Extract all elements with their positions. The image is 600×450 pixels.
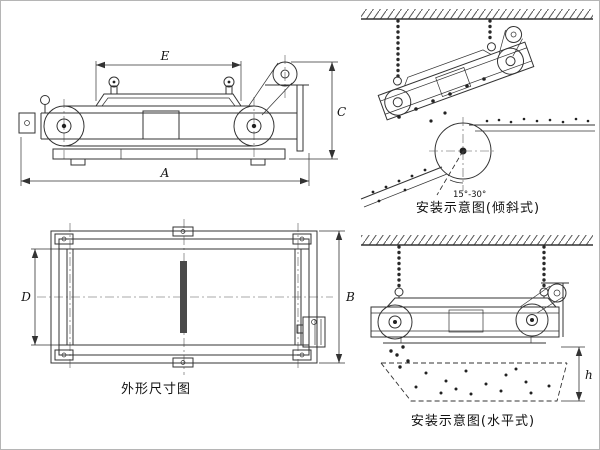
eyebolt-icon	[394, 287, 404, 297]
dimension-C: C	[289, 61, 346, 160]
eyebolt-icon	[223, 76, 235, 88]
top-view-frame	[50, 230, 318, 364]
dimension-D: D	[20, 248, 59, 346]
eyebolt-icon	[392, 76, 402, 86]
dim-label-c: C	[337, 105, 346, 119]
ceiling-support	[361, 235, 593, 246]
ceiling-support	[361, 9, 593, 20]
caption-outline-drawing: 外形尺寸图	[121, 382, 191, 397]
drive-motor	[296, 316, 326, 348]
outline-side-view: E C A	[18, 49, 346, 186]
dimension-B: B	[319, 230, 355, 364]
caption-inclined-install: 安装示意图(倾斜式)	[416, 200, 540, 216]
right-pulley	[233, 105, 275, 147]
dim-label-a: A	[160, 166, 170, 180]
bottom-frame	[52, 148, 286, 166]
eyebolt-icon	[486, 42, 496, 52]
dim-label-e: E	[160, 49, 170, 63]
conveyor-drum	[429, 117, 497, 191]
magnet-separator-inclined	[377, 26, 535, 121]
dim-label-d: D	[20, 290, 31, 304]
drive-pulley	[247, 61, 309, 152]
separator-body	[40, 105, 297, 147]
dimension-A: A	[20, 137, 310, 186]
eyebolt-icon	[108, 76, 120, 88]
magnet-separator-horizontal	[370, 282, 569, 344]
dim-label-h: h	[585, 368, 593, 382]
angle-annotation: 15°-30°	[436, 150, 486, 200]
suspension-chains	[397, 245, 546, 290]
bearing-blocks	[54, 226, 312, 368]
suspension-chains	[396, 19, 492, 83]
left-pulley	[43, 105, 85, 147]
material-particles	[371, 117, 590, 203]
dimension-E: E	[95, 49, 242, 101]
attracted-iron-particles	[397, 77, 486, 123]
angle-label: 15°-30°	[453, 190, 486, 200]
install-horizontal-view: h 安装示意图(水平式)	[361, 235, 593, 429]
dimension-h: h	[561, 346, 593, 402]
outline-top-view: D B 外形尺寸图	[20, 219, 355, 397]
left-mount-plate	[18, 95, 50, 134]
falling-iron-particles	[389, 345, 410, 369]
material-pile	[380, 362, 568, 402]
install-inclined-view: 15°-30° 安装示意图(倾斜式)	[360, 9, 595, 216]
suspension-bracket	[95, 76, 242, 107]
magnet-slot	[180, 261, 187, 333]
caption-horizontal-install: 安装示意图(水平式)	[411, 413, 535, 429]
dim-label-b: B	[345, 290, 355, 304]
